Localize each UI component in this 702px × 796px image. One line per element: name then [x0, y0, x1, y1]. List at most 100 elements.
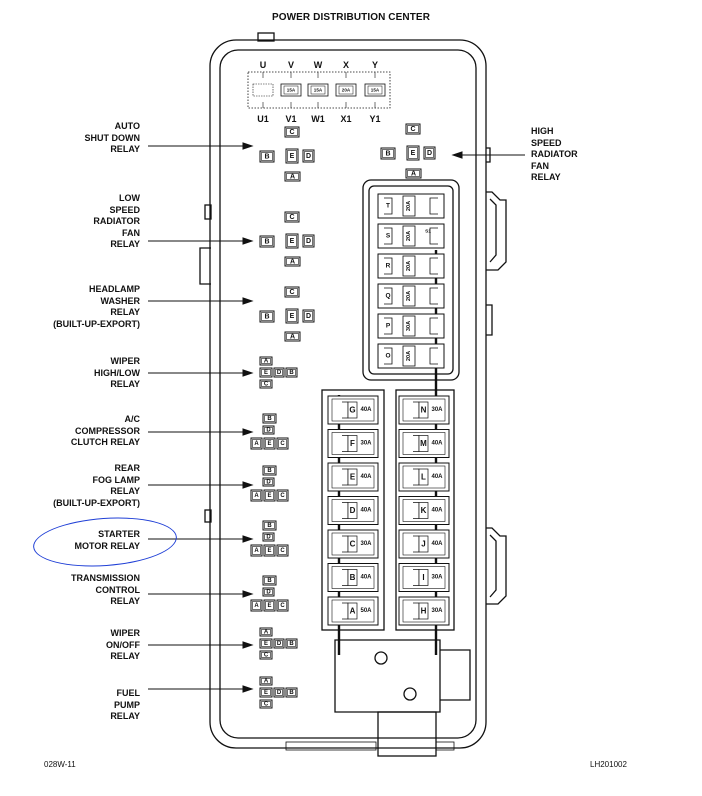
top-fuse-strip [247, 71, 391, 109]
relay-terminal-letter: B [385, 151, 390, 158]
relay-terminal: E [259, 638, 273, 649]
mini-fuse-rating: 20A [406, 231, 412, 241]
relay-terminal-letter: E [267, 493, 271, 499]
relay-terminal-letter: B [264, 239, 269, 246]
maxi-fuse-letter: I [422, 573, 424, 582]
mini-fuse-letter: R [386, 263, 391, 270]
mini-fuse-s: S 20A S1 [377, 223, 445, 249]
mini-fuse-sub-label: S1 [425, 229, 431, 235]
relay-terminal: D [302, 149, 315, 163]
pointer-arrowhead [242, 641, 254, 649]
top-fuse: 15A [307, 83, 329, 97]
relay-terminal: C [276, 544, 289, 557]
relay-terminal: B [285, 367, 298, 378]
relay-terminal: B [259, 235, 275, 248]
maxi-fuse-rating: 30A [431, 407, 443, 413]
relay-terminal: C [284, 126, 300, 138]
relay-terminal: B [262, 575, 277, 586]
mini-fuse-letter: S [386, 233, 391, 240]
relay-terminal-letter: D [266, 428, 271, 434]
pointer-arrowhead [242, 428, 254, 436]
relay-terminal: D [273, 638, 285, 649]
relay-terminal: B [380, 147, 396, 160]
fuse-slot-label-lower: U1 [257, 114, 269, 124]
relay-terminal: C [276, 489, 289, 502]
relay-terminal-letter: E [290, 313, 295, 320]
relay-terminal: C [284, 286, 300, 298]
pointer-arrowhead [242, 369, 254, 377]
relay-terminal: E [263, 599, 276, 612]
maxi-fuse-rating: 40A [360, 508, 372, 514]
relay-terminal-letter: B [289, 641, 294, 647]
relay-terminal-letter: D [277, 690, 282, 696]
relay-terminal-letter: E [264, 690, 268, 696]
mini-fuse-rating: 30A [406, 321, 412, 331]
maxi-fuse-rating: 30A [431, 608, 443, 614]
top-fuse: 20A [335, 83, 357, 97]
relay-terminal-letter: B [267, 416, 272, 422]
pointer-arrowhead [242, 237, 254, 245]
maxi-fuse-i: I 30A [398, 563, 450, 592]
maxi-fuse-rating: 40A [431, 508, 443, 514]
relay-terminal: A [259, 676, 273, 686]
relay-terminal-letter: C [289, 214, 294, 221]
relay-terminal-letter: C [280, 441, 285, 447]
maxi-fuse-letter: F [350, 439, 355, 448]
mini-fuse-rating: 20A [406, 201, 412, 211]
relay-terminal: B [262, 520, 277, 531]
relay-terminal: E [285, 308, 299, 324]
top-fuse-rating: 15A [287, 88, 296, 93]
relay-terminal-letter: E [264, 370, 268, 376]
label-ac-compressor-clutch-relay: A/C COMPRESSOR CLUTCH RELAY [70, 414, 140, 447]
relay-terminal: A [259, 627, 273, 637]
label-fuel-pump-relay: FUEL PUMP RELAY [110, 688, 140, 721]
relay-terminal-letter: A [254, 441, 259, 447]
relay-terminal: A [284, 171, 301, 182]
maxi-fuse-block-left [321, 389, 385, 631]
relay-terminal-letter: E [290, 238, 295, 245]
relay-terminal: A [250, 437, 263, 450]
label-transmission-control-relay: TRANSMISSION CONTROL RELAY [70, 573, 140, 606]
relay-terminal-letter: D [427, 150, 432, 157]
relay-terminal-letter: C [280, 603, 285, 609]
relay-terminal: D [262, 532, 275, 542]
fuse-slot-label-upper: W [314, 60, 323, 70]
pointer-arrowhead [242, 685, 254, 693]
relay-terminal-letter: D [266, 480, 271, 486]
fuse-slot-label-upper: Y [372, 60, 378, 70]
maxi-fuse-letter: G [349, 406, 355, 415]
pointer-arrowhead [242, 535, 254, 543]
top-fuse-rating: 15A [314, 88, 323, 93]
top-tab [257, 32, 275, 42]
maxi-fuse-rating: 30A [431, 575, 443, 581]
relay-terminal: B [285, 638, 298, 649]
relay-terminal: A [284, 331, 301, 342]
maxi-fuse-letter: L [421, 473, 426, 482]
pointer-arrowhead [242, 481, 254, 489]
figure-code-left: 028W-11 [44, 760, 76, 769]
relay-terminal: C [276, 599, 289, 612]
relay-terminal: E [259, 367, 273, 378]
relay-terminal-letter: A [411, 171, 416, 178]
label-wiper-on-off-relay: WIPER ON/OFF RELAY [106, 628, 140, 661]
maxi-fuse-letter: H [421, 607, 427, 616]
maxi-fuse-h: H 30A [398, 596, 450, 626]
relay-terminal-letter: E [290, 153, 295, 160]
relay-terminal: B [285, 687, 298, 698]
relay-terminal: E [263, 544, 276, 557]
relay-terminal: A [259, 356, 273, 366]
